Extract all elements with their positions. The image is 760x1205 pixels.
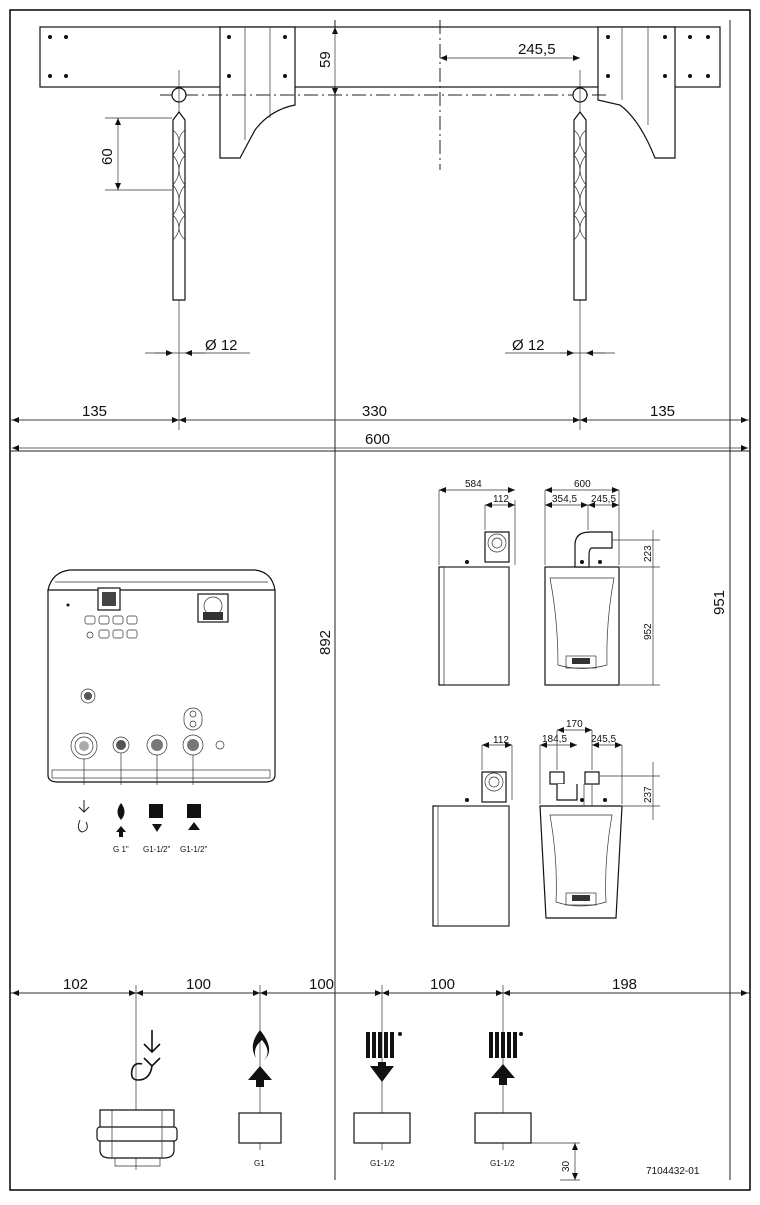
view-a-right-part: 245,5	[591, 494, 616, 505]
boiler-front-view-b	[539, 727, 660, 919]
sheet-frame	[9, 9, 751, 1191]
label-connection-3: G1-1/2"	[180, 845, 207, 854]
dim-bottom-4: 100	[430, 976, 455, 993]
dim-total-width: 600	[365, 431, 390, 448]
view-b-left-part: 184,5	[542, 734, 567, 745]
dim-base-height: 30	[561, 1160, 572, 1172]
dim-bottom-1: 102	[63, 976, 88, 993]
dim-height-892: 892	[317, 630, 334, 655]
dim-bottom-3: 100	[309, 976, 334, 993]
connection-heating-return	[474, 985, 580, 1181]
view-b-offset: 112	[493, 735, 509, 746]
view-a-offset: 112	[493, 494, 509, 505]
view-b-between: 170	[566, 719, 583, 730]
connection-gas	[238, 985, 282, 1150]
dim-center: 330	[362, 403, 387, 420]
dim-bottom-5: 198	[612, 976, 637, 993]
drawing-number: 7104432-01	[646, 1166, 700, 1177]
dim-right: 135	[650, 403, 675, 420]
connection-heating-flow	[353, 985, 411, 1150]
boiler-side-view-a	[438, 487, 516, 686]
connection-symbols-middle	[77, 800, 201, 837]
dim-drill-depth: 60	[99, 148, 116, 165]
view-a-left-part: 354,5	[552, 494, 577, 505]
mounting-bracket	[39, 26, 721, 159]
label-bottom-gas: G1	[254, 1159, 265, 1168]
dim-drill-dia-right: Ø 12	[512, 337, 545, 354]
drill-bit-left	[172, 70, 186, 430]
boiler-bottom-view	[47, 569, 276, 785]
drill-bit-right	[573, 70, 587, 430]
label-bottom-return: G1-1/2	[490, 1159, 515, 1168]
dim-bottom-2: 100	[186, 976, 211, 993]
view-b-flue-height: 237	[643, 786, 654, 803]
dim-height-951: 951	[711, 590, 728, 615]
boiler-side-view-b	[432, 742, 513, 927]
label-connection-2: G1-1/2"	[143, 845, 170, 854]
view-a-width: 600	[574, 479, 591, 490]
dim-right-offset: 245,5	[518, 41, 556, 58]
boiler-front-view-a	[544, 487, 660, 686]
dim-drill-dia-left: Ø 12	[205, 337, 238, 354]
view-a-body-height: 952	[643, 623, 654, 640]
view-b-right-part: 245,5	[591, 734, 616, 745]
connection-drain	[96, 985, 178, 1170]
label-connection-1: G 1"	[113, 845, 129, 854]
view-a-flue-height: 223	[643, 545, 654, 562]
dim-bracket-height: 59	[317, 51, 334, 68]
view-a-depth: 584	[465, 479, 482, 490]
dim-left: 135	[82, 403, 107, 420]
label-bottom-flow: G1-1/2	[370, 1159, 395, 1168]
